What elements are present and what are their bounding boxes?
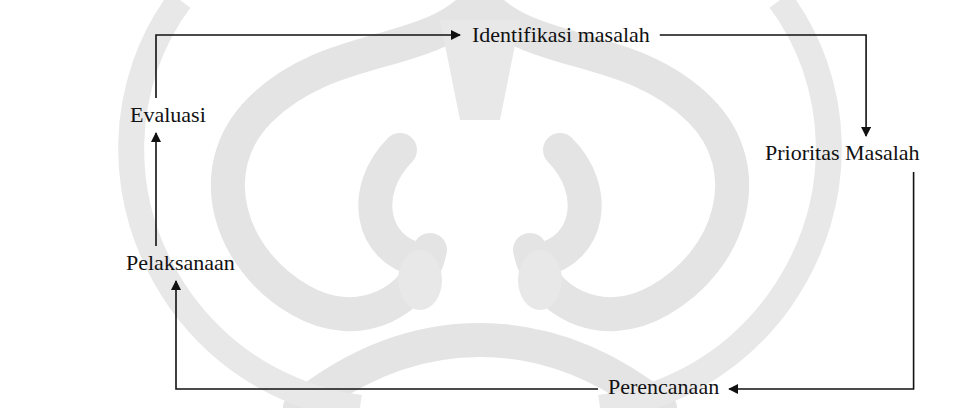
step-text: Perencanaan [608, 374, 719, 400]
step-label: Pelaksanaan [124, 250, 237, 276]
step-text: Evaluasi [130, 102, 206, 128]
flow-arrow [729, 172, 913, 389]
step-text: Pelaksanaan [126, 250, 235, 276]
step-label: Evaluasi [128, 102, 208, 128]
step-text: Prioritas Masalah [765, 140, 920, 166]
flow-arrow [155, 133, 157, 246]
step-label: Identifikasi masalah [470, 22, 652, 48]
step-label: Perencanaan [606, 374, 721, 400]
flow-arrow [660, 35, 866, 136]
step-text: Identifikasi masalah [472, 22, 650, 48]
flow-arrow [156, 35, 460, 98]
flow-arrow [176, 281, 598, 389]
step-label: Prioritas Masalah [763, 140, 922, 166]
